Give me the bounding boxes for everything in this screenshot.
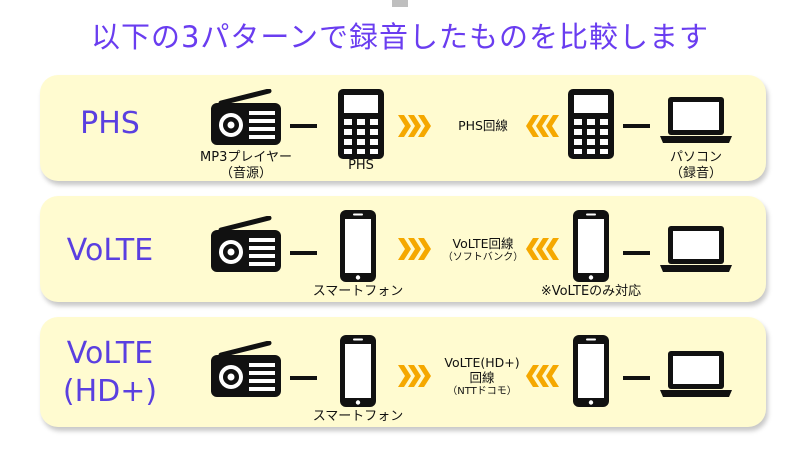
line-label-line1: VoLTE(HD+) bbox=[444, 355, 520, 370]
page-title: 以下の3パターンで録音したものを比較します bbox=[90, 20, 709, 54]
laptop-icon bbox=[660, 226, 732, 272]
chevron-arrows-icon bbox=[398, 365, 432, 387]
line-label-text: VoLTE回線 bbox=[452, 236, 514, 251]
line-label-line2: 回線 bbox=[469, 370, 495, 385]
compatibility-note: ※VoLTEのみ対応 bbox=[540, 284, 642, 299]
laptop-icon bbox=[660, 97, 732, 143]
line-label: VoLTE回線 （ソフトバンク） bbox=[434, 236, 532, 264]
radio-icon bbox=[211, 216, 281, 272]
feature-phone-icon bbox=[568, 89, 614, 159]
smartphone-icon bbox=[340, 335, 376, 407]
connector-dash bbox=[623, 124, 650, 128]
row-label-line1: VoLTE bbox=[66, 336, 154, 371]
phone-caption: PHS bbox=[348, 158, 374, 173]
recorder-caption-main: パソコン bbox=[669, 150, 722, 165]
chevron-arrows-icon bbox=[398, 238, 432, 260]
connector-dash bbox=[290, 124, 317, 128]
line-label-text: PHS回線 bbox=[458, 118, 508, 133]
phone-caption: スマートフォン bbox=[312, 409, 404, 424]
smartphone-icon bbox=[573, 210, 609, 282]
connector-dash bbox=[290, 376, 317, 380]
carrier-caption: （ソフトバンク） bbox=[442, 252, 524, 263]
chevron-arrows-icon bbox=[525, 238, 559, 260]
row-label: PHS bbox=[80, 106, 140, 141]
source-caption-sub: （音源） bbox=[219, 166, 272, 181]
radio-icon bbox=[211, 341, 281, 397]
row-label-line2: (HD+) bbox=[62, 374, 158, 409]
row-label: VoLTE bbox=[66, 233, 154, 268]
feature-phone-icon bbox=[338, 89, 384, 159]
chevron-arrows-icon bbox=[398, 115, 432, 137]
row-volte-hd: VoLTE (HD+) VoLTE(HD+) 回線 （NTTドコモ） スマートフ… bbox=[40, 317, 766, 427]
smartphone-icon bbox=[573, 335, 609, 407]
chevron-arrows-icon bbox=[525, 115, 559, 137]
source-caption-main: MP3プレイヤー bbox=[200, 150, 292, 165]
recorder-caption-sub: （録音） bbox=[669, 166, 722, 181]
row-label: VoLTE (HD+) bbox=[40, 335, 180, 411]
smartphone-icon bbox=[340, 210, 376, 282]
connector-dash bbox=[623, 376, 650, 380]
connector-dash bbox=[290, 251, 317, 255]
radio-icon bbox=[211, 89, 281, 145]
top-edge-mark bbox=[392, 0, 408, 7]
recorder-caption: パソコン （録音） bbox=[656, 150, 736, 182]
source-caption: MP3プレイヤー （音源） bbox=[186, 150, 306, 182]
line-label: PHS回線 bbox=[438, 118, 528, 133]
chevron-arrows-icon bbox=[525, 365, 559, 387]
row-phs: PHS PHS回線 MP3プレイヤー （音源） PHS パソコン （録音） bbox=[40, 75, 766, 181]
carrier-caption: （NTTドコモ） bbox=[447, 386, 517, 397]
line-label: VoLTE(HD+) 回線 （NTTドコモ） bbox=[432, 355, 532, 398]
phone-caption: スマートフォン bbox=[312, 284, 404, 299]
connector-dash bbox=[623, 251, 650, 255]
row-volte: VoLTE VoLTE回線 （ソフトバンク） スマートフォン ※VoLTEのみ対… bbox=[40, 196, 766, 302]
laptop-icon bbox=[660, 351, 732, 397]
